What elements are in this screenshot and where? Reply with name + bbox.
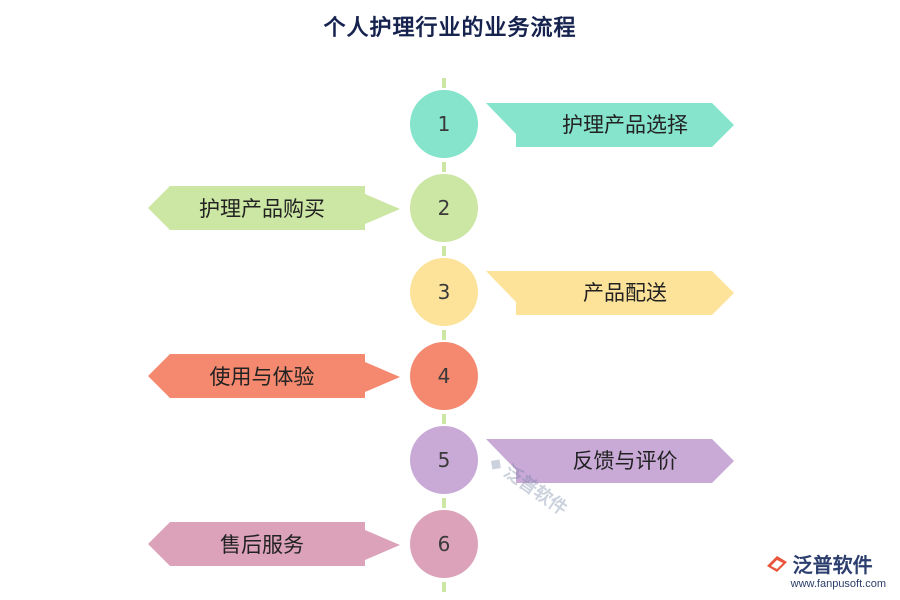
step-2: 护理产品购买 2 — [148, 174, 478, 242]
brand-name: 泛普软件 — [792, 553, 873, 577]
step-4-circle — [410, 342, 478, 410]
step-1: 护理产品选择 1 — [410, 90, 734, 158]
step-4-label: 使用与体验 — [210, 365, 315, 389]
step-3: 产品配送 3 — [410, 258, 734, 326]
step-1-label: 护理产品选择 — [562, 113, 688, 137]
brand-logo: 泛普软件 www.fanpusoft.com — [765, 549, 886, 590]
brand-url: www.fanpusoft.com — [790, 578, 886, 590]
step-5-label: 反馈与评价 — [573, 449, 678, 473]
step-4-number: 4 — [438, 364, 451, 388]
step-5-arrow — [486, 439, 734, 483]
step-1-arrow — [486, 103, 734, 147]
step-4-arrow — [148, 354, 400, 398]
step-6-number: 6 — [438, 532, 451, 556]
step-6-label: 售后服务 — [220, 533, 304, 557]
step-6: 售后服务 6 — [148, 510, 478, 578]
step-3-number: 3 — [438, 280, 451, 304]
step-3-label: 产品配送 — [583, 281, 667, 305]
step-3-circle — [410, 258, 478, 326]
step-6-circle — [410, 510, 478, 578]
step-2-circle — [410, 174, 478, 242]
step-1-number: 1 — [438, 112, 451, 136]
step-5-number: 5 — [438, 448, 451, 472]
step-5-circle — [410, 426, 478, 494]
brand-logo-icon — [766, 555, 787, 572]
step-4: 使用与体验 4 — [148, 342, 478, 410]
step-1-circle — [410, 90, 478, 158]
step-6-arrow — [148, 522, 400, 566]
page-title: 个人护理行业的业务流程 — [323, 16, 577, 41]
step-2-arrow — [148, 186, 400, 230]
step-3-arrow — [486, 271, 734, 315]
step-2-label: 护理产品购买 — [199, 197, 325, 221]
step-2-number: 2 — [438, 196, 451, 220]
step-5: 反馈与评价 5 — [410, 426, 734, 494]
